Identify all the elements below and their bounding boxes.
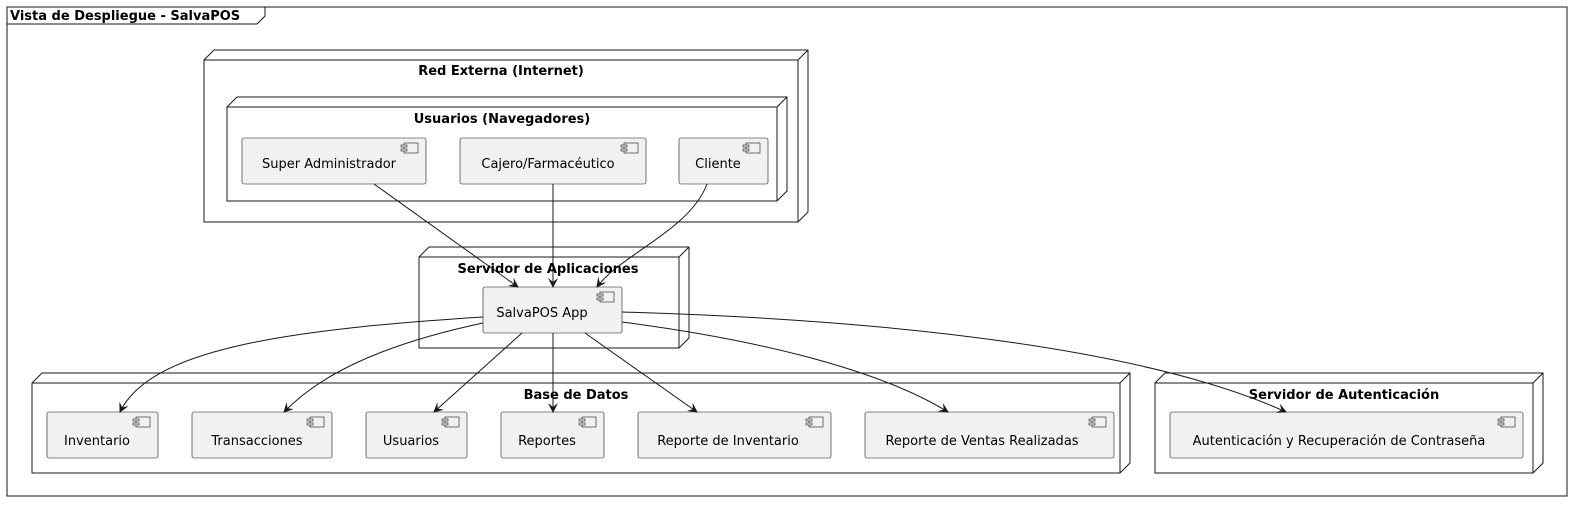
edge-app-to-autenticacion bbox=[621, 311, 1287, 413]
component-reporte-inventario: Reporte de Inventario bbox=[637, 411, 832, 459]
edge-app-to-usuarios bbox=[433, 332, 523, 413]
edge-app-to-inventario bbox=[119, 316, 484, 413]
component-label: Transacciones bbox=[210, 434, 302, 449]
component-super-admin: Super Administrador bbox=[241, 137, 427, 185]
component-label: Usuarios bbox=[383, 434, 439, 449]
node-title-red-externa: Red Externa (Internet) bbox=[418, 64, 584, 79]
node-title-servidor-aplicaciones: Servidor de Aplicaciones bbox=[457, 262, 638, 277]
component-label: Reportes bbox=[518, 434, 576, 449]
node-title-base-datos: Base de Datos bbox=[524, 388, 629, 403]
component-transacciones: Transacciones bbox=[191, 411, 333, 459]
component-salvapos-app: SalvaPOS App bbox=[482, 286, 623, 334]
frame: Vista de Despliegue - SalvaPOS bbox=[6, 6, 1568, 497]
component-inventario: Inventario bbox=[46, 411, 159, 459]
node-title-usuarios-navegadores: Usuarios (Navegadores) bbox=[414, 112, 591, 127]
component-label: Autenticación y Recuperación de Contrase… bbox=[1193, 434, 1486, 449]
edge-app-to-reporte-ventas bbox=[621, 321, 949, 413]
edge-app-to-transacciones bbox=[283, 322, 484, 413]
component-label: Cliente bbox=[695, 157, 741, 172]
component-cajero: Cajero/Farmacéutico bbox=[459, 137, 647, 185]
component-reporte-ventas: Reporte de Ventas Realizadas bbox=[864, 411, 1115, 459]
component-usuarios: Usuarios bbox=[365, 411, 468, 459]
edge-app-to-reporte-inventario bbox=[584, 332, 698, 413]
component-label: Reporte de Inventario bbox=[657, 434, 799, 449]
component-label: Inventario bbox=[64, 434, 130, 449]
component-label: Reporte de Ventas Realizadas bbox=[885, 434, 1078, 449]
component-label: Cajero/Farmacéutico bbox=[481, 157, 614, 172]
component-label: Super Administrador bbox=[262, 157, 397, 172]
edge-cliente-to-app bbox=[596, 183, 708, 288]
node-title-servidor-autenticacion: Servidor de Autenticación bbox=[1249, 388, 1439, 403]
frame-title: Vista de Despliegue - SalvaPOS bbox=[10, 9, 240, 24]
component-cliente: Cliente bbox=[678, 137, 769, 185]
edge-super-admin-to-app bbox=[373, 183, 519, 288]
component-label: SalvaPOS App bbox=[496, 306, 587, 321]
edges bbox=[119, 183, 1287, 413]
component-autenticacion: Autenticación y Recuperación de Contrase… bbox=[1169, 411, 1524, 459]
component-reportes: Reportes bbox=[500, 411, 605, 459]
